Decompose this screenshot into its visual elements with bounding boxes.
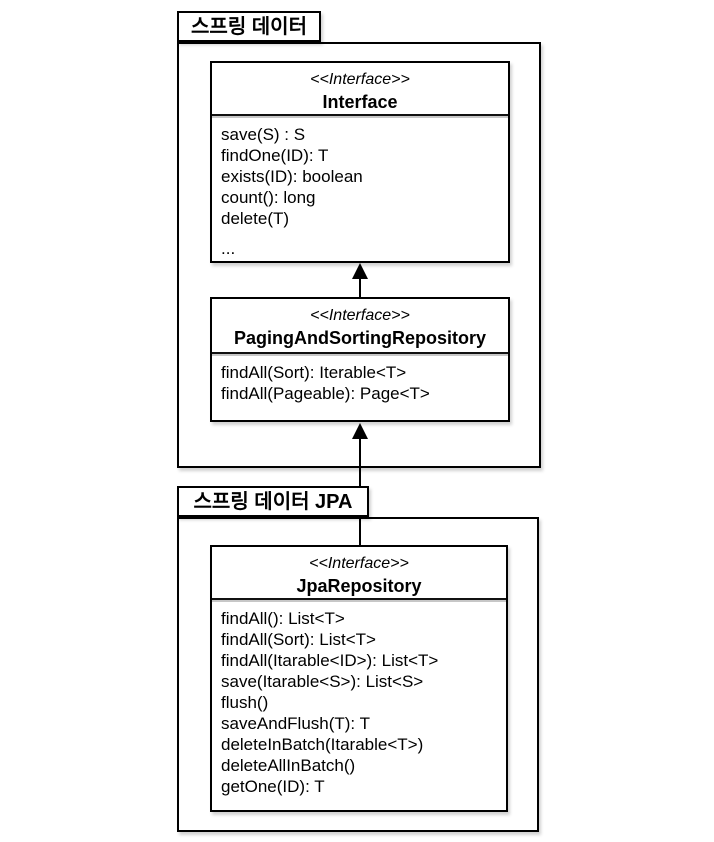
class-name: Interface bbox=[322, 92, 398, 112]
method-text: findOne(ID): T bbox=[221, 146, 329, 165]
class-header: <<Interface>> JpaRepository bbox=[212, 547, 506, 600]
class-box-jpa-repository: <<Interface>> JpaRepository findAll(): L… bbox=[210, 545, 508, 812]
method-text: saveAndFlush(T): T bbox=[221, 714, 370, 733]
class-box-interface: <<Interface>> Interface save(S) : S findO… bbox=[210, 61, 510, 263]
method-text: count(): long bbox=[221, 188, 316, 207]
method-text: findAll(): List<T> bbox=[221, 609, 345, 628]
method-text: deleteInBatch(Itarable<T>) bbox=[221, 735, 424, 754]
method-text: getOne(ID): T bbox=[221, 777, 325, 796]
class-methods: findAll(): List<T> findAll(Sort): List<T>… bbox=[212, 600, 506, 810]
method-text: save(Itarable<S>): List<S> bbox=[221, 672, 424, 691]
method-text: findAll(Pageable): Page<T> bbox=[221, 384, 430, 403]
package-tab-spring-data-jpa: 스프링 데이터 JPA bbox=[177, 486, 369, 517]
method-text: ... bbox=[221, 239, 236, 258]
class-box-paging-and-sorting-repository: <<Interface>> PagingAndSortingRepository… bbox=[210, 297, 510, 422]
class-methods: findAll(Sort): Iterable<T> findAll(Pageab… bbox=[212, 354, 508, 420]
class-stereotype: <<Interface>> bbox=[309, 555, 409, 572]
class-name: PagingAndSortingRepository bbox=[234, 328, 486, 348]
method-text: flush() bbox=[221, 693, 269, 712]
class-stereotype: <<Interface>> bbox=[310, 71, 410, 88]
method-text: findAll(Itarable<ID>): List<T> bbox=[221, 651, 439, 670]
package-tab-spring-data: 스프링 데이터 bbox=[177, 11, 321, 42]
arrowhead-up-icon bbox=[352, 423, 368, 439]
arrowhead-up-icon bbox=[352, 263, 368, 279]
extends-arrow-line bbox=[359, 274, 361, 298]
class-name: JpaRepository bbox=[296, 576, 422, 596]
method-text: findAll(Sort): List<T> bbox=[221, 630, 376, 649]
method-text: exists(ID): boolean bbox=[221, 167, 363, 186]
package-label: 스프링 데이터 bbox=[191, 15, 307, 38]
method-text: findAll(Sort): Iterable<T> bbox=[221, 363, 407, 382]
class-stereotype: <<Interface>> bbox=[310, 307, 410, 324]
method-text: save(S) : S bbox=[221, 125, 306, 144]
method-text: deleteAllInBatch() bbox=[221, 756, 356, 775]
class-methods: save(S) : S findOne(ID): T exists(ID): boo… bbox=[212, 116, 508, 261]
method-text: delete(T) bbox=[221, 209, 290, 228]
package-label: 스프링 데이터 JPA bbox=[193, 490, 353, 513]
class-header: <<Interface>> Interface bbox=[212, 63, 508, 116]
class-header: <<Interface>> PagingAndSortingRepository bbox=[212, 299, 508, 354]
